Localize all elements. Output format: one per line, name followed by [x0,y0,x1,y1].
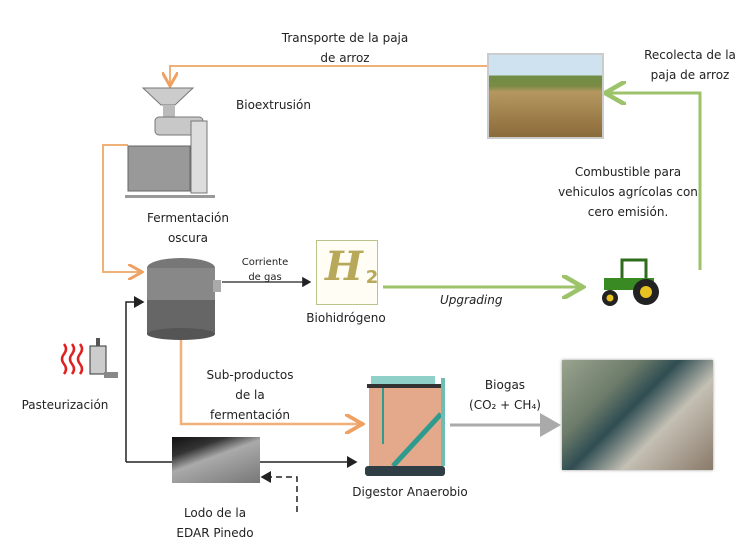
label-biogas: Biogas (CO₂ + CH₄) [455,375,555,415]
label-line: Biogas [484,378,526,392]
label-line: de arroz [320,51,370,65]
label-gas-stream: Corriente de gas [232,255,298,285]
label-line: oscura [167,231,209,245]
label-line: vehiculos agrícolas con [558,185,698,199]
label-line: de gas [248,272,282,283]
arrow-extruder-to-fermenter [102,144,140,272]
arrow-dashed-return [260,471,298,512]
extruder-icon [125,87,215,198]
label-upgrading: Upgrading [440,293,503,307]
label-line: Recolecta de la [644,48,736,62]
arrow-byproducts [179,340,360,424]
label-line: Sub-productos [206,368,294,382]
label-line: paja de arroz [650,68,730,82]
label-dark-fermentation: Fermentación oscura [128,208,248,248]
pasteurization-icon [60,338,118,378]
label-line: Corriente [241,257,289,268]
label-line: Transporte de la paja [281,31,409,45]
tractor-icon [602,258,659,306]
label-byproducts: Sub-productos de la fermentación [190,365,310,425]
rice-straw-field-photo [487,53,604,139]
h2-symbol: H [325,243,363,290]
wastewater-plant-aerial-photo [562,360,713,470]
label-line: de la [235,388,265,402]
label-transport: Transporte de la paja de arroz [260,28,430,68]
label-line: Lodo de la [183,506,247,520]
label-line: cero emisión. [587,205,669,219]
anaerobic-digestor-icon [365,376,445,476]
label-line: EDAR Pinedo [176,526,254,540]
sludge-photo [172,437,260,483]
h2-formula: H 2 [325,247,378,287]
arrow-transport [170,65,487,84]
arrow-pasteurized-to-fermenter [125,296,145,462]
arrow-collect [608,93,702,270]
label-bioextrusion: Bioextrusión [236,98,311,112]
label-sludge: Lodo de la EDAR Pinedo [160,503,270,543]
label-line: (CO₂ + CH₄) [469,398,541,412]
fermenter-tank-icon [147,258,221,340]
label-biohydrogen: Biohidrógeno [306,311,386,325]
label-line: fermentación [210,408,290,422]
label-digestor: Digestor Anaerobio [352,485,468,499]
label-fuel: Combustible para vehiculos agrícolas con… [540,162,716,222]
label-collect: Recolecta de la paja de arroz [628,45,752,85]
label-line: Fermentación [147,211,229,225]
h2-subscript: 2 [365,267,379,288]
label-line: Combustible para [574,165,682,179]
hydrogen-icon: H 2 [316,240,378,305]
label-pasteurization: Pasteurización [21,398,109,412]
